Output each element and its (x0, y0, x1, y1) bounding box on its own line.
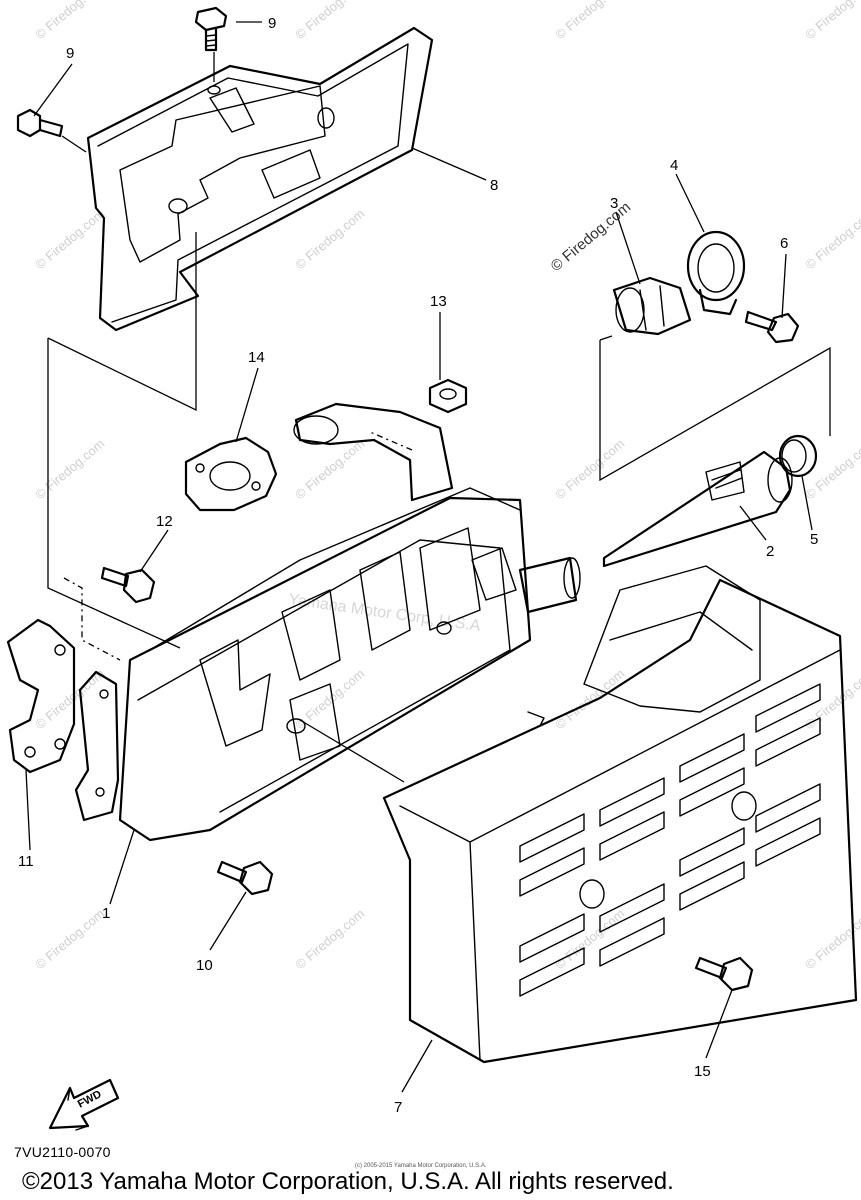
callout-7: 7 (394, 1099, 402, 1116)
bushing-3 (612, 276, 692, 336)
callout-2: 2 (766, 543, 774, 560)
bracket-11 (6, 618, 76, 774)
bolt-15 (694, 956, 754, 992)
watermark-text: © Firedog.com (552, 436, 627, 502)
callout-leaders (25, 21, 813, 1093)
muffler-protector-7 (382, 565, 858, 1064)
bolt-10 (216, 860, 274, 896)
callout-11: 11 (18, 853, 34, 870)
tiny-copyright: (c) 2005-2015 Yamaha Motor Corporation, … (355, 1163, 487, 1169)
watermark-text: © Firedog.com (548, 199, 634, 275)
assembly-guides (47, 232, 831, 783)
copyright-notice: ©2013 Yamaha Motor Corporation, U.S.A. A… (22, 1168, 674, 1195)
end-cap-5 (778, 434, 818, 478)
clamp-4 (686, 230, 746, 316)
gasket-14 (184, 436, 278, 512)
callout-14: 14 (248, 349, 265, 366)
bolt-6 (744, 310, 800, 344)
watermark-text: © Firedog.com (552, 0, 627, 42)
callout-8: 8 (490, 177, 498, 194)
watermark-text: © Firedog.com (292, 906, 367, 972)
watermark-text: © Firedog.com (552, 666, 627, 732)
watermark-text: © Firedog.com (32, 206, 107, 272)
watermark-text: © Firedog.com (552, 906, 627, 972)
muffler-bracket-plate (74, 670, 120, 822)
callout-9: 9 (66, 45, 74, 62)
callout-4: 4 (670, 157, 678, 174)
watermark-center-text: Yamaha Motor Corp, U.S.A (287, 591, 481, 635)
watermark-text: © Firedog.com (32, 666, 107, 732)
heat-protector-plate (86, 26, 434, 332)
watermark-text: © Firedog.com (32, 0, 107, 42)
callout-12: 12 (156, 513, 173, 530)
watermark-text: © Firedog.com (802, 206, 861, 272)
watermark-text: © Firedog.com (292, 436, 367, 502)
watermark-layer: © Firedog.com © Firedog.com © Firedog.co… (32, 0, 861, 972)
callout-9: 9 (268, 15, 276, 32)
bolt-9-left (16, 108, 87, 153)
protector-louvers (519, 683, 821, 997)
bolt-9-top (194, 6, 228, 82)
watermark-text: © Firedog.com (32, 906, 107, 972)
callout-5: 5 (810, 531, 818, 548)
spark-arrester-2 (602, 450, 793, 568)
bolt-12 (100, 566, 156, 604)
watermark-text: © Firedog.com (292, 0, 367, 42)
diagram-code: 7VU2110-0070 (14, 1144, 111, 1160)
forward-arrow-icon: FWD (48, 1078, 120, 1131)
callout-1: 1 (102, 905, 110, 922)
callout-15: 15 (694, 1063, 711, 1080)
callout-6: 6 (780, 235, 788, 252)
watermark-text: © Firedog.com (292, 206, 367, 272)
callout-13: 13 (430, 293, 447, 310)
watermark-text: © Firedog.com (802, 0, 861, 42)
muffler-1 (118, 402, 581, 842)
nut-13 (428, 378, 468, 414)
callout-3: 3 (610, 195, 618, 212)
watermark-text: © Firedog.com (32, 436, 107, 502)
callout-10: 10 (196, 957, 213, 974)
callout-labels: 9 9 8 3 4 6 13 14 12 2 5 11 1 10 7 15 (18, 15, 818, 1116)
